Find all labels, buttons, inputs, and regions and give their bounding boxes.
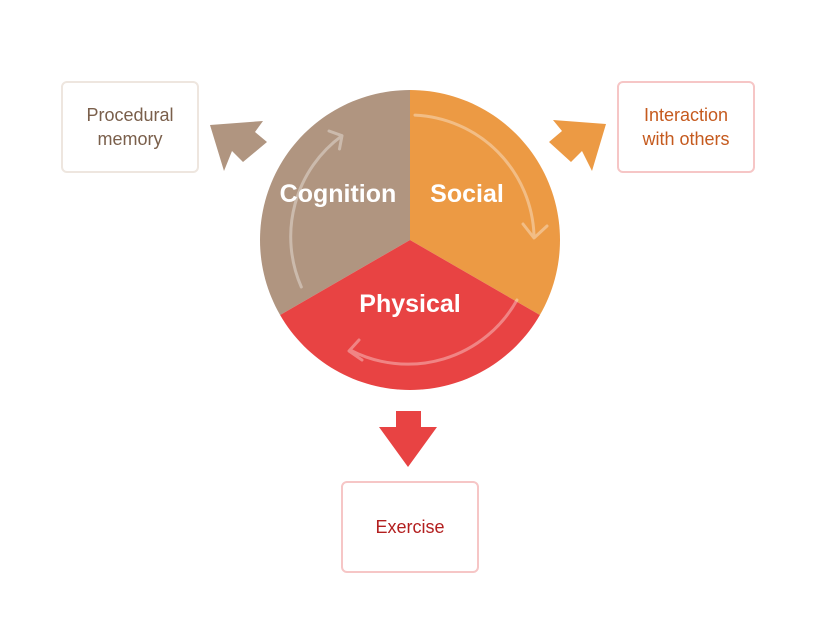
social-segment [410, 90, 560, 315]
interaction-with-others-box: Interaction with others [617, 81, 755, 173]
cycle-arrow-cognition-icon [289, 129, 344, 289]
cycle-arrow-social-icon [413, 113, 549, 240]
arrow-to-procedural-memory-icon [210, 121, 267, 171]
interaction-with-others-text: Interaction with others [642, 105, 730, 149]
arrow-to-interaction-icon [549, 120, 606, 171]
cycle-arrow-physical-icon [347, 298, 519, 366]
exercise-box: Exercise [341, 481, 479, 573]
physical-label: Physical [359, 290, 460, 318]
procedural-memory-box: Procedural memory [61, 81, 199, 173]
physical-segment [280, 240, 540, 390]
exercise-text: Exercise [375, 517, 445, 537]
cognition-label: Cognition [280, 180, 397, 208]
procedural-memory-text: Procedural memory [86, 105, 174, 149]
social-label: Social [430, 180, 504, 208]
arrow-to-exercise-icon [379, 411, 437, 467]
cognition-segment [260, 90, 410, 315]
